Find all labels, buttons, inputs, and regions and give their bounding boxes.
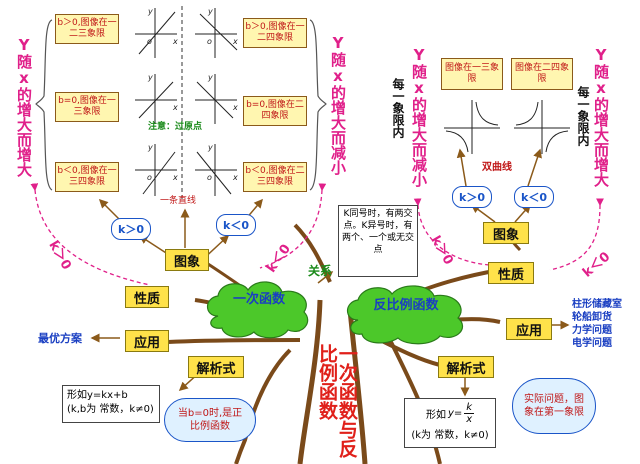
svg-text:y: y bbox=[147, 73, 153, 82]
big-title: 一次函数与反比例函数 bbox=[315, 344, 358, 458]
svg-text:y: y bbox=[147, 7, 153, 16]
label-application-inverse: 应用 bbox=[506, 318, 552, 340]
app-item: 轮船卸货 bbox=[572, 312, 612, 323]
svg-text:o: o bbox=[207, 173, 212, 182]
k-negative-pill-inverse: k＜0 bbox=[514, 186, 554, 208]
label-analytic-inverse: 解析式 bbox=[438, 356, 494, 378]
note-inverse-right: 图像在二四象限 bbox=[511, 58, 573, 90]
note-b-positive-left: b＞0,图像在一二三象限 bbox=[55, 14, 119, 44]
label-application-linear: 应用 bbox=[125, 330, 169, 352]
right-each-quadrant-1: 每一象限内 bbox=[391, 78, 405, 138]
svg-text:y: y bbox=[147, 143, 153, 152]
inverse-cloud-shape bbox=[346, 285, 464, 345]
right-each-quadrant-2: 每一象限内 bbox=[576, 86, 590, 146]
origin-note: 注意：过原点 bbox=[148, 122, 203, 132]
inverse-graphs bbox=[444, 100, 570, 154]
svg-text:y: y bbox=[207, 73, 213, 82]
hyperbola-note: 双曲线 bbox=[482, 162, 512, 173]
right-trend-text-2: Y随x的增大而增大 bbox=[592, 46, 610, 187]
label-analytic-linear: 解析式 bbox=[188, 356, 244, 378]
relation-label: 关系 bbox=[308, 264, 333, 278]
formula-inverse-denominator: x bbox=[466, 414, 473, 425]
note-b-negative-left: b＜0,图像在一三四象限 bbox=[55, 162, 119, 192]
inverse-cloud-label: 反比例函数 bbox=[373, 298, 439, 313]
svg-text:o: o bbox=[147, 173, 152, 182]
svg-text:x: x bbox=[232, 103, 238, 112]
trunk-line bbox=[297, 299, 323, 464]
k-positive-pill-inverse: k＞0 bbox=[452, 186, 492, 208]
formula-linear-box: 形如y=kx+b (k,b为 常数，k≠0) bbox=[62, 385, 160, 423]
formula-inverse-condition: (k为 常数，k≠0) bbox=[411, 430, 489, 441]
note-b-negative-right: b＜0,图像在二三四象限 bbox=[243, 162, 307, 192]
bubble-linear: 当b=0时,是正比例函数 bbox=[164, 398, 256, 442]
svg-text:x: x bbox=[232, 173, 238, 182]
bubble-inverse: 实际问题，图象在第一象限 bbox=[512, 378, 596, 434]
note-b-zero-right: b=0,图像在二四象限 bbox=[243, 96, 307, 126]
k-positive-pill-linear: k＞0 bbox=[111, 218, 151, 240]
svg-text:o: o bbox=[147, 37, 152, 46]
formula-inverse-numerator: k bbox=[464, 402, 475, 414]
svg-text:x: x bbox=[172, 173, 178, 182]
svg-text:y: y bbox=[207, 7, 213, 16]
svg-text:y: y bbox=[207, 143, 213, 152]
relation-box: K同号时，有两交点。K异号时，有两个、一个或无交点 bbox=[338, 205, 418, 277]
app-item: 力学问题 bbox=[572, 325, 612, 336]
label-nature-inverse: 性质 bbox=[488, 262, 534, 284]
app-item: 电学问题 bbox=[572, 338, 612, 349]
left-trend-text: Y随x的增大而增大 bbox=[15, 36, 33, 177]
svg-text:x: x bbox=[172, 37, 178, 46]
best-plan-text: 最优方案 bbox=[38, 332, 82, 345]
formula-inverse-box: 形如 y= k x (k为 常数，k≠0) bbox=[404, 398, 496, 448]
line-note: 一条直线 bbox=[160, 196, 197, 206]
linear-cloud-label: 一次函数 bbox=[232, 292, 285, 307]
linear-graphs: y x o y x o y x y x y x o y x o bbox=[135, 7, 238, 196]
formula-inverse-lhs: y= bbox=[447, 408, 463, 419]
app-item: 柱形储藏室 bbox=[572, 299, 622, 310]
formula-inverse-prefix: 形如 bbox=[425, 410, 446, 421]
svg-text:x: x bbox=[232, 37, 238, 46]
formula-linear-line1: 形如y=kx+b bbox=[67, 390, 128, 401]
right-trend-text-1: Y随x的增大而减小 bbox=[410, 46, 428, 187]
note-b-positive-right: b＞0,图像在一二四象限 bbox=[243, 18, 307, 48]
k-negative-pill-linear: k＜0 bbox=[216, 214, 256, 236]
note-inverse-left: 图像在一三象限 bbox=[441, 58, 503, 90]
label-image-linear: 图象 bbox=[165, 249, 209, 271]
apps-right-list: 柱形储藏室 轮船卸货 力学问题 电学问题 bbox=[572, 298, 622, 350]
label-image-inverse: 图象 bbox=[483, 222, 529, 244]
formula-linear-line2: (k,b为 常数，k≠0) bbox=[67, 404, 154, 415]
svg-text:o: o bbox=[207, 37, 212, 46]
linear-cloud-shape bbox=[206, 281, 309, 339]
svg-text:x: x bbox=[172, 103, 178, 112]
label-nature-linear: 性质 bbox=[125, 286, 169, 308]
note-b-zero-left: b=0,图像在一三象限 bbox=[55, 92, 119, 122]
mid-trend-text: Y随x的增大而减小 bbox=[329, 34, 347, 175]
